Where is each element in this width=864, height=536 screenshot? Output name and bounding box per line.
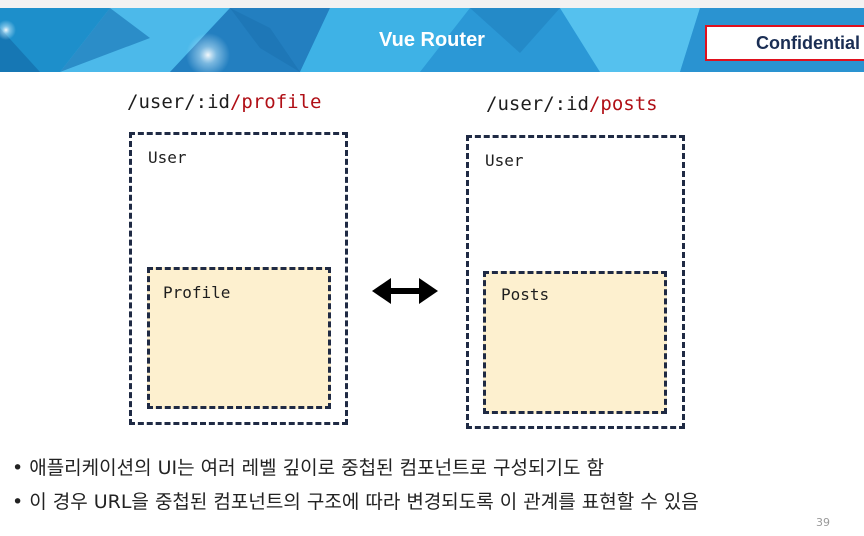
route-prefix: /user/:id xyxy=(486,93,589,115)
posts-label: Posts xyxy=(501,285,550,304)
profile-component-box xyxy=(147,267,331,409)
bullet-marker: • xyxy=(12,457,24,479)
confidential-badge: Confidential xyxy=(705,25,864,61)
route-path-profile: /user/:id/profile xyxy=(127,91,321,113)
user-label-left: User xyxy=(148,148,187,167)
bullet-item: •이 경우 URL을 중첩된 컴포넌트의 구조에 따라 변경되도록 이 관계를 … xyxy=(12,487,699,514)
bullet-text: 이 경우 URL을 중첩된 컴포넌트의 구조에 따라 변경되도록 이 관계를 표… xyxy=(29,491,699,513)
double-arrow-shape xyxy=(372,278,438,304)
page-number: 39 xyxy=(816,516,830,529)
double-arrow-icon xyxy=(372,276,438,310)
top-strip xyxy=(0,0,864,8)
route-suffix-highlight: /posts xyxy=(588,93,658,115)
bullet-item: •애플리케이션의 UI는 여러 레벨 깊이로 중첩된 컴포넌트로 구성되기도 함 xyxy=(12,453,604,480)
route-prefix: /user/:id xyxy=(127,91,230,113)
user-label-right: User xyxy=(485,151,524,170)
profile-label: Profile xyxy=(163,283,231,302)
slide-title: Vue Router xyxy=(379,29,485,51)
bullet-marker: • xyxy=(12,491,24,513)
route-suffix-highlight: /profile xyxy=(229,91,322,113)
route-path-posts: /user/:id/posts xyxy=(486,93,658,115)
bullet-text: 애플리케이션의 UI는 여러 레벨 깊이로 중첩된 컴포넌트로 구성되기도 함 xyxy=(29,457,604,479)
posts-component-box xyxy=(483,271,667,414)
